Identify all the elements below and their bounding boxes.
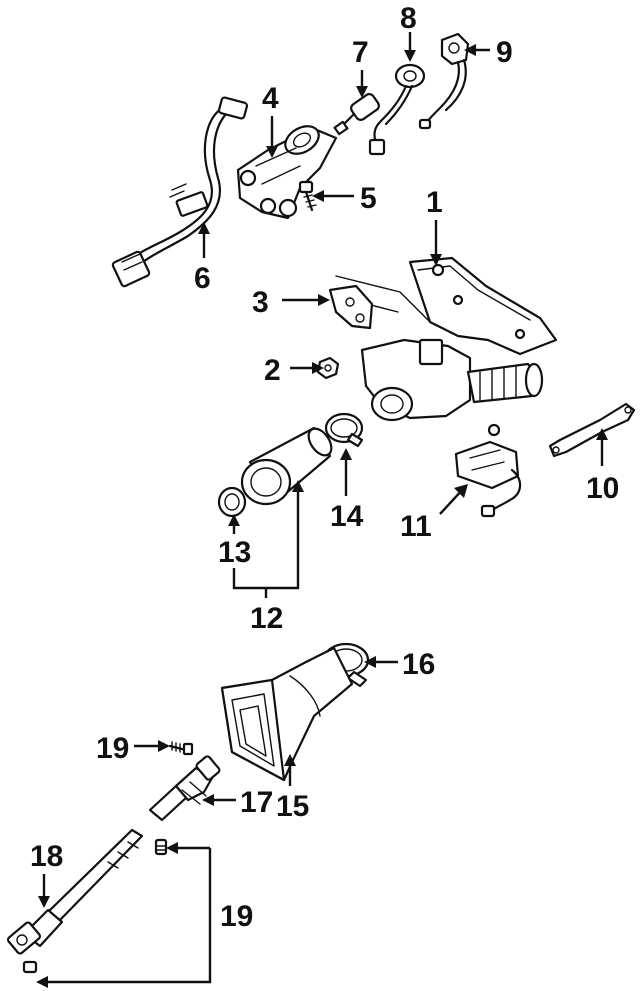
part-7-key-cylinder	[333, 93, 380, 136]
callout-18: 18	[30, 840, 63, 873]
part-19-bolt-upper	[168, 741, 194, 756]
callout-7: 7	[352, 36, 369, 69]
callout-4: 4	[262, 82, 279, 115]
callout-12: 12	[250, 602, 283, 635]
part-10-arm	[548, 402, 636, 458]
callout-14: 14	[330, 500, 364, 533]
part-1-column-housing	[335, 256, 558, 422]
callout-13: 13	[218, 536, 251, 569]
part-9-switch-wire	[418, 32, 470, 130]
callout-9: 9	[496, 36, 513, 69]
part-13-ring	[217, 486, 247, 518]
part-3-bracket	[328, 284, 374, 330]
part-14-clamp	[324, 412, 364, 448]
callout-labels: 1 2 3 4 5 6 7 8 9 10 11 12 13 14 15 16 1…	[30, 2, 619, 933]
part-19-bolt-lower	[154, 838, 168, 856]
part-6-wiring-harness	[111, 96, 249, 288]
part-17-shaft-joint	[148, 755, 221, 822]
callout-10: 10	[586, 472, 619, 505]
callout-16: 16	[402, 648, 435, 681]
part-4-lock-housing	[236, 125, 338, 220]
part-2-nut	[316, 356, 340, 380]
callout-17: 17	[240, 786, 273, 819]
part-5-screw	[298, 180, 317, 212]
callout-3: 3	[252, 286, 269, 319]
callout-15: 15	[276, 790, 309, 823]
callout-6: 6	[194, 262, 211, 295]
callout-2: 2	[264, 354, 281, 387]
part-18-intermediate-shaft	[6, 828, 144, 974]
callout-1: 1	[426, 186, 443, 219]
callout-5: 5	[360, 182, 377, 215]
part-8-switch-wire	[368, 63, 426, 156]
leader-lines	[36, 32, 608, 988]
part-12-boot	[240, 426, 333, 506]
callout-8: 8	[400, 2, 417, 35]
part-15-dust-boot	[220, 646, 354, 782]
part-11-sensor	[454, 423, 522, 518]
callout-19-lower: 19	[220, 900, 253, 933]
callout-11: 11	[400, 510, 432, 543]
callout-19-upper: 19	[96, 732, 129, 765]
